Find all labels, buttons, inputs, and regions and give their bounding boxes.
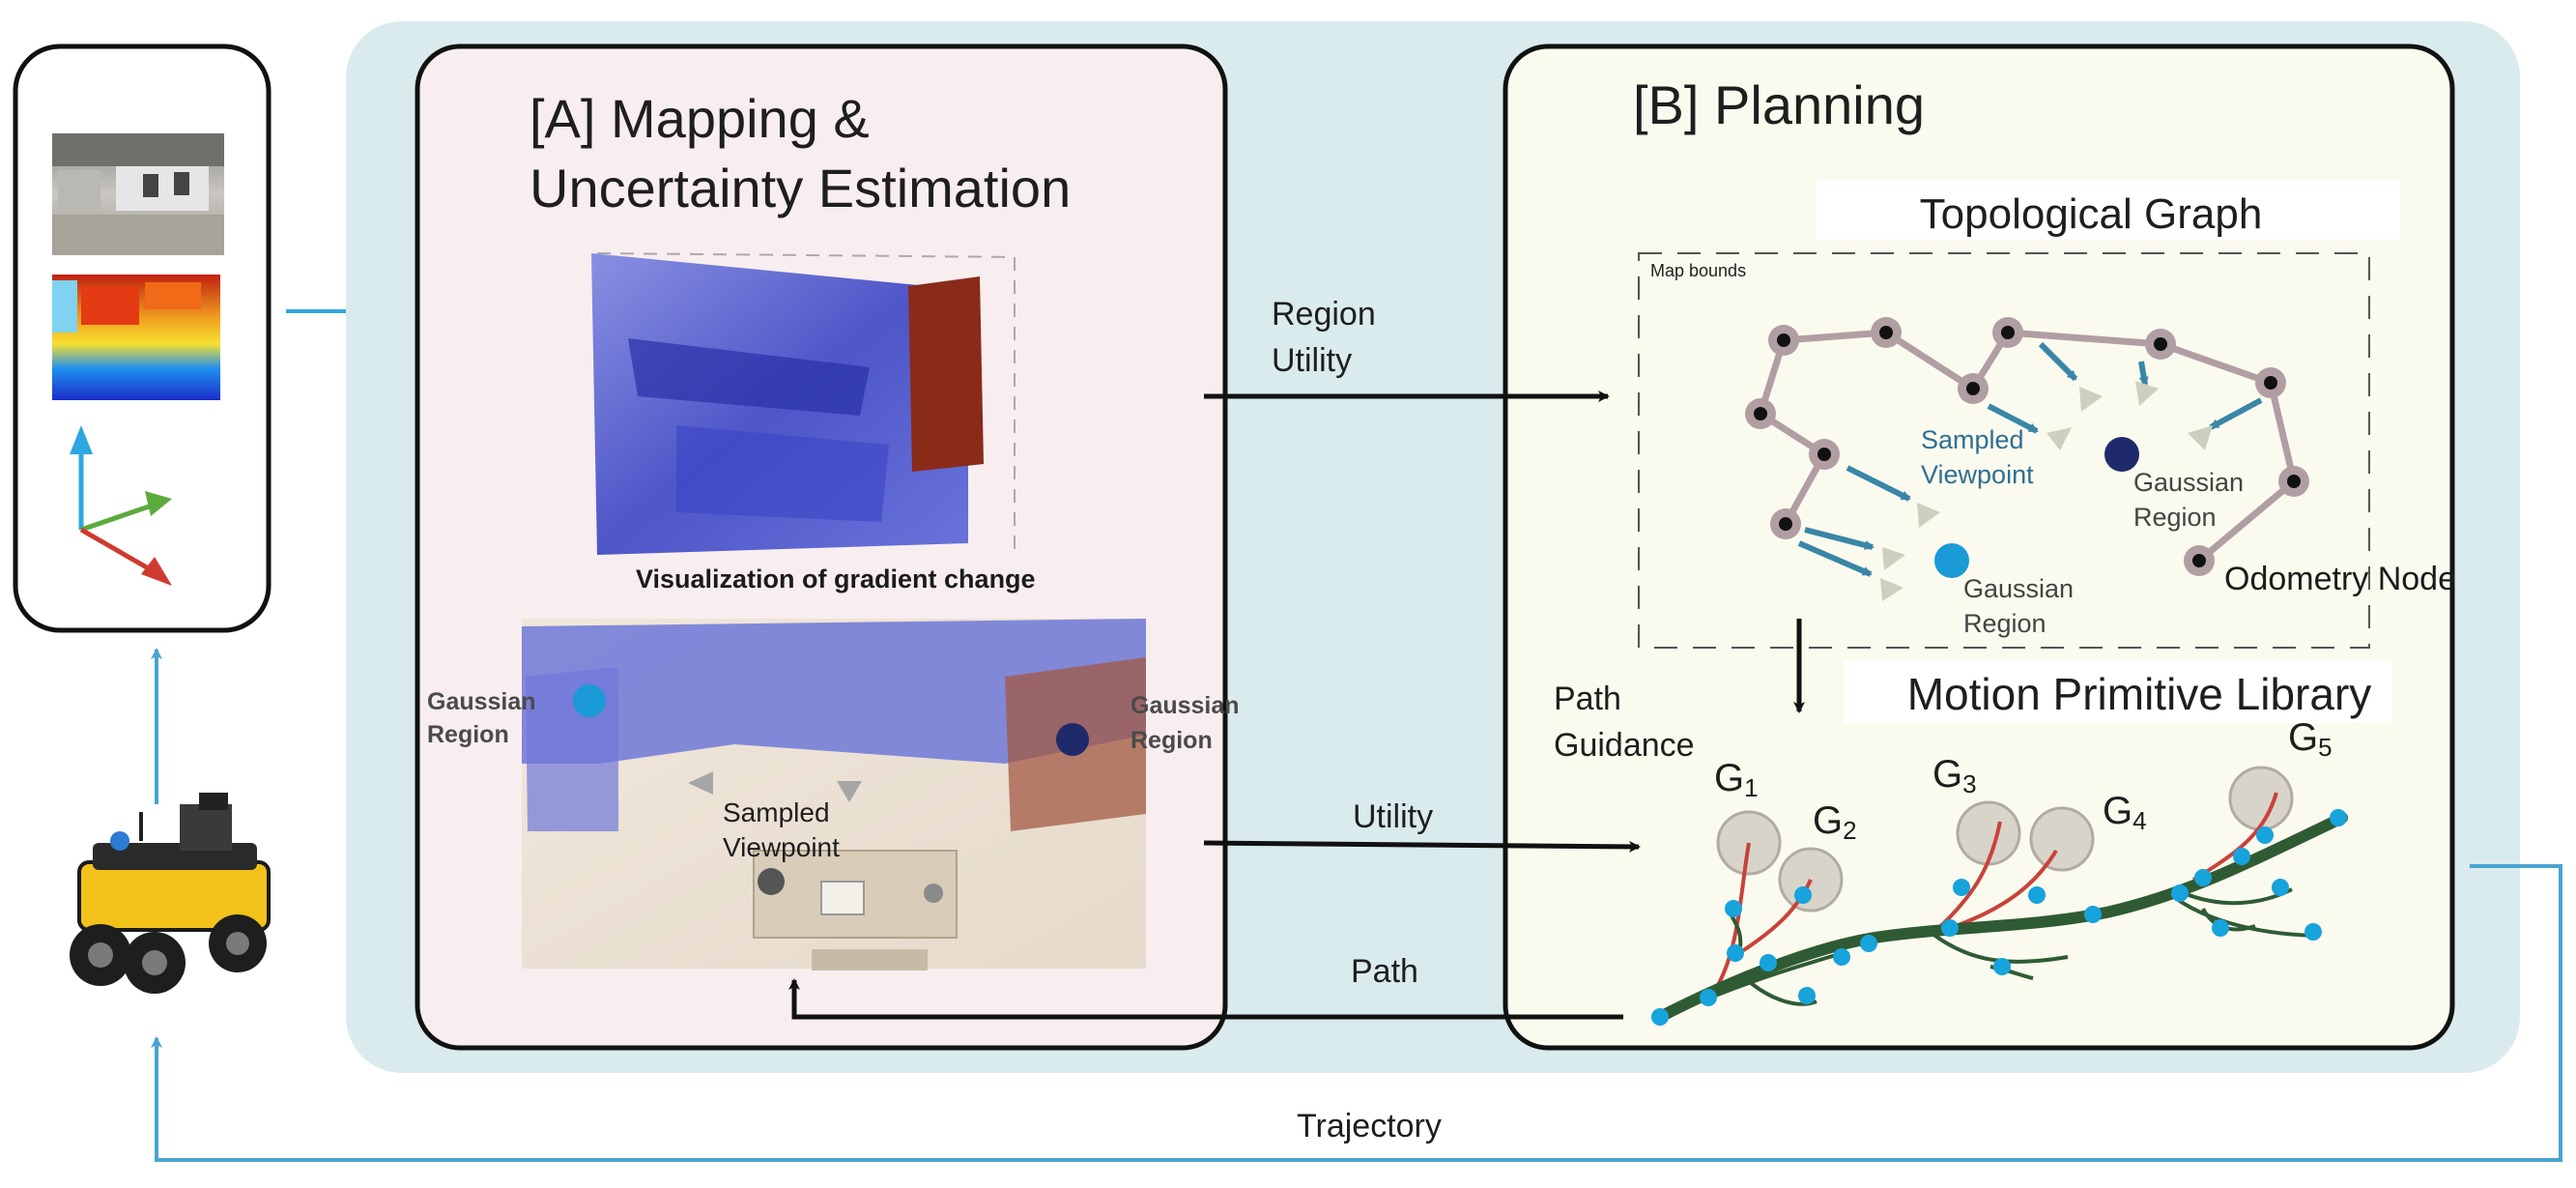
graph-node <box>2255 367 2286 398</box>
gaussian-region-dark-dot <box>2104 437 2139 472</box>
path-guidance-label-1: Path <box>1554 681 1621 717</box>
sampled-viewpoint-label-1: Sampled <box>723 797 830 827</box>
map-bounds-label: Map bounds <box>1650 261 1746 280</box>
depth-image <box>52 275 220 400</box>
graph-node <box>1768 325 1799 356</box>
main-guidance-path <box>1654 812 2348 1023</box>
rgb-image <box>52 133 224 255</box>
topo-sampled-label-1: Sampled <box>1921 425 2024 454</box>
topdown-map <box>522 619 1146 971</box>
topological-graph-edges-branch <box>1756 338 1829 526</box>
topo-sampled-label-2: Viewpoint <box>1921 460 2034 489</box>
trajectory-arrow <box>151 864 2562 1162</box>
sampled-viewpoint-marker-a <box>688 771 713 795</box>
svg-text:G5: G5 <box>2288 716 2333 762</box>
region-utility-label-1: Region <box>1272 296 1376 333</box>
graph-node <box>1871 317 1902 348</box>
gaussian-label-left-1: Gaussian <box>427 688 536 715</box>
gaussian-label-left-2: Region <box>427 721 509 748</box>
graph-node <box>2278 466 2309 497</box>
graph-node <box>1770 508 1801 539</box>
gaussian-label-right-1: Gaussian <box>1131 692 1240 719</box>
topological-graph-edges <box>1783 329 2298 564</box>
gradient-caption: Visualization of gradient change <box>636 565 1036 594</box>
graph-node <box>1745 398 1776 429</box>
svg-text:G2: G2 <box>1813 799 1857 845</box>
robot-image <box>70 793 271 994</box>
odometry-node-label: Odometry Node <box>2224 561 2456 597</box>
sampled-viewpoint-label-2: Viewpoint <box>723 832 840 862</box>
mapping-title-line1: [A] Mapping & <box>530 88 870 149</box>
svg-text:G1: G1 <box>1714 757 1759 802</box>
topo-gaussian-label-2: Region <box>2133 503 2217 532</box>
mpl-title-box <box>1844 661 2392 723</box>
svg-text:G3: G3 <box>1932 753 1977 798</box>
map-bounds-box <box>1638 252 2370 649</box>
planning-panel <box>1503 43 2455 1051</box>
path-label: Path <box>1351 953 1418 990</box>
path-arrow <box>788 978 1623 1020</box>
trajectory-label: Trajectory <box>1297 1108 1442 1145</box>
topo-gaussian-lower-label-1: Gaussian <box>1963 574 2074 603</box>
gaussian-region-right-dot <box>1056 723 1089 756</box>
graph-node <box>1992 317 2023 348</box>
goal-label-g4: G4 <box>2103 790 2147 835</box>
viewpoint-markers <box>1880 381 2213 601</box>
topo-title-box <box>1817 180 2400 240</box>
goal-label-g1: G1 <box>1714 757 1759 802</box>
coordinate-axes-icon <box>70 425 172 586</box>
goal-label-g2: G2 <box>1813 799 1857 845</box>
goal-label-g5: G5 <box>2288 716 2333 762</box>
gaussian-label-right-2: Region <box>1131 727 1213 754</box>
sampled-viewpoint-marker-b <box>837 781 862 802</box>
primitive-waypoints <box>1651 809 2347 1026</box>
goal-label-g3: G3 <box>1932 753 1977 798</box>
graph-node <box>1958 373 1989 404</box>
odometry-nodes <box>1745 317 2309 576</box>
region-utility-label-2: Utility <box>1272 342 1352 379</box>
utility-arrow <box>1203 840 1641 853</box>
planning-title: [B] Planning <box>1633 74 1925 135</box>
graph-node <box>2184 545 2215 576</box>
gaussian-region-left-dot <box>573 684 606 717</box>
topo-gaussian-label-1: Gaussian <box>2133 468 2244 497</box>
graph-node <box>2145 329 2176 360</box>
path-guidance-label-2: Guidance <box>1554 727 1695 764</box>
topo-gaussian-lower-label-2: Region <box>1963 609 2046 638</box>
topo-title: Topological Graph <box>1920 190 2263 238</box>
svg-text:G4: G4 <box>2103 790 2147 835</box>
sampled-viewpoint-arrows <box>1797 341 2263 577</box>
graph-node <box>1809 439 1840 470</box>
gaussian-region-light-dot <box>1934 543 1969 578</box>
gradient-visualization <box>591 252 1016 555</box>
utility-label: Utility <box>1353 798 1433 835</box>
mapping-title-line2: Uncertainty Estimation <box>530 158 1071 218</box>
mpl-title: Motion Primitive Library <box>1907 669 2372 719</box>
